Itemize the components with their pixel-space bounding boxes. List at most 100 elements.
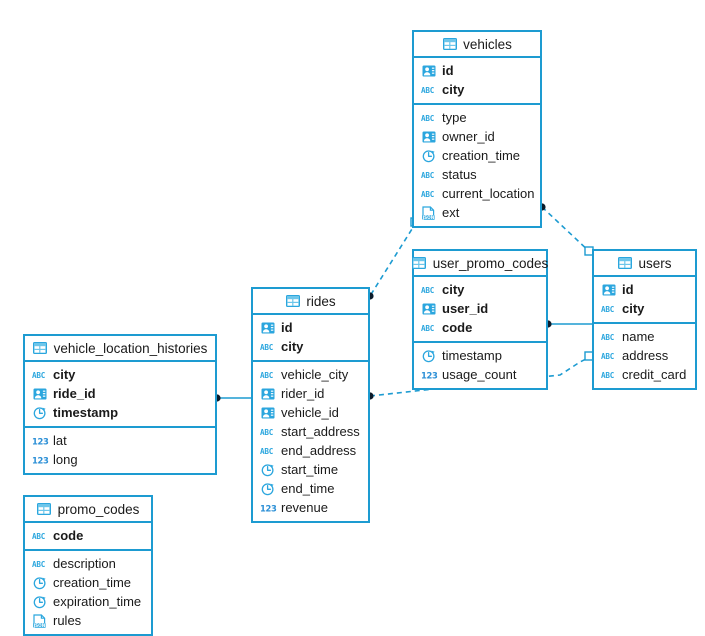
field-row[interactable]: vehicle_id [253,403,368,422]
svg-text:ABC: ABC [421,324,435,333]
field-row[interactable]: JSON ext [414,203,540,222]
table-name: user_promo_codes [432,255,549,271]
field-name: code [53,528,84,543]
id-badge-icon [421,129,436,144]
relationship-rides-to-vehicle_location_histories[interactable] [213,394,251,402]
field-row[interactable]: ABC city [594,299,695,318]
table-icon [412,256,427,271]
field-row[interactable]: user_id [414,299,546,318]
relationship-line [541,206,593,255]
field-name: timestamp [442,348,502,363]
field-name: ext [442,205,460,220]
abc-icon: ABC [601,301,616,316]
field-row[interactable]: id [594,280,695,299]
field-row[interactable]: id [253,318,368,337]
field-name: status [442,167,477,182]
abc-icon: ABC [421,282,436,297]
svg-text:JSON: JSON [422,215,435,220]
field-row[interactable]: ABC status [414,165,540,184]
table-icon [442,37,457,52]
number-icon: 123 [32,433,49,448]
table-header-user_promo_codes[interactable]: user_promo_codes [412,251,549,277]
field-name: start_time [281,462,339,477]
field-name: creation_time [442,148,521,163]
svg-text:123: 123 [32,455,49,465]
field-name: id [622,282,634,297]
field-row[interactable]: owner_id [414,127,540,146]
field-row[interactable]: expiration_time [25,592,151,611]
json-icon: JSON [32,613,47,628]
table-header-promo_codes[interactable]: promo_codes [25,497,151,523]
relationship-user_promo_codes-to-users[interactable] [544,320,592,328]
clock-icon [32,594,47,609]
field-name: credit_card [622,367,687,382]
field-name: end_address [281,443,357,458]
field-name: expiration_time [53,594,142,609]
field-name: name [622,329,655,344]
relationship-vehicles-to-users[interactable] [538,203,594,256]
field-row[interactable]: creation_time [25,573,151,592]
field-row[interactable]: start_time [253,460,368,479]
table-name: vehicles [463,36,512,52]
id-badge-icon [260,386,275,401]
field-name: city [442,82,465,97]
field-name: id [442,63,454,78]
clock-icon [32,405,47,420]
field-name: city [622,301,645,316]
field-row[interactable]: end_time [253,479,368,498]
field-name: vehicle_id [281,405,339,420]
svg-text:ABC: ABC [421,286,435,295]
field-name: lat [53,433,67,448]
table-header-rides[interactable]: rides [253,289,368,315]
svg-text:ABC: ABC [32,532,46,541]
svg-text:ABC: ABC [32,371,46,380]
field-name: revenue [281,500,328,515]
field-row[interactable]: 123 lat [25,431,215,450]
field-row[interactable]: timestamp [414,346,546,365]
id-badge-icon [32,386,47,401]
field-row[interactable]: timestamp [25,403,215,422]
field-name: start_address [281,424,360,439]
clock-icon [421,148,436,163]
abc-icon: ABC [32,556,47,571]
field-row[interactable]: rider_id [253,384,368,403]
svg-text:ABC: ABC [421,171,435,180]
field-row[interactable]: id [414,61,540,80]
table-header-vehicles[interactable]: vehicles [414,32,540,58]
table-name: vehicle_location_histories [53,340,208,356]
abc-icon: ABC [260,424,275,439]
table-header-users[interactable]: users [594,251,695,277]
field-row[interactable]: ride_id [25,384,215,403]
field-row[interactable]: ABC code [25,526,151,545]
field-row[interactable]: ABC start_address [253,422,368,441]
table-header-vehicle_location_histories[interactable]: vehicle_location_histories [25,336,215,362]
field-row[interactable]: creation_time [414,146,540,165]
abc-icon: ABC [601,348,616,363]
field-name: city [281,339,304,354]
